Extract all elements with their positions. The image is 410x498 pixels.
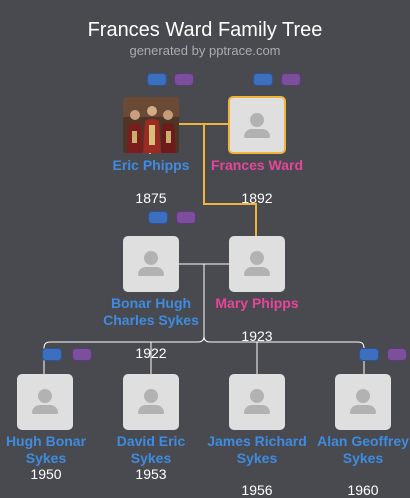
link-badge-blue-hugh[interactable]	[42, 348, 62, 361]
person-name-mary[interactable]: Mary Phipps	[215, 295, 299, 311]
person-silhouette-icon	[38, 389, 52, 403]
person-avatar-james[interactable]	[229, 374, 285, 430]
link-badge-purple-hugh[interactable]	[72, 348, 92, 361]
person-silhouette-icon	[250, 113, 264, 127]
person-silhouette-icon	[250, 251, 264, 265]
person-name-frances[interactable]: Frances Ward	[210, 157, 304, 173]
person-year-frances: 1892	[241, 190, 273, 206]
link-badge-blue-bonar[interactable]	[148, 211, 168, 224]
person-silhouette-icon	[144, 389, 158, 403]
person-name-james[interactable]: James Richard Sykes	[207, 433, 307, 466]
connector-to-mary	[203, 124, 257, 236]
person-avatar-mary[interactable]	[229, 236, 285, 292]
person-year-alan: 1960	[347, 482, 379, 498]
page-title: Frances Ward Family Tree	[87, 19, 323, 41]
link-badge-blue-alan[interactable]	[359, 348, 379, 361]
person-avatar-frances[interactable]	[228, 96, 286, 154]
link-badge-purple-eric[interactable]	[174, 73, 194, 86]
person-year-david: 1953	[135, 466, 167, 482]
page-subtitle: generated by pptrace.com	[129, 43, 281, 58]
portrait-photo	[123, 97, 179, 153]
portrait-photo-eric[interactable]	[123, 97, 179, 153]
person-avatar-alan[interactable]	[335, 374, 391, 430]
person-silhouette-icon	[144, 251, 158, 265]
person-avatar-bonar[interactable]	[123, 236, 179, 292]
link-badge-blue-eric[interactable]	[147, 73, 167, 86]
connector-children-bar	[43, 335, 365, 374]
person-avatar-hugh[interactable]	[17, 374, 73, 430]
person-name-david[interactable]: David Eric Sykes	[116, 433, 186, 466]
link-badge-purple-frances[interactable]	[281, 73, 301, 86]
person-silhouette-icon	[250, 389, 264, 403]
person-year-bonar: 1922	[135, 345, 167, 361]
person-year-hugh: 1950	[30, 466, 62, 482]
person-name-eric[interactable]: Eric Phipps	[112, 157, 190, 173]
person-name-hugh[interactable]: Hugh Bonar Sykes	[5, 433, 87, 466]
person-name-bonar[interactable]: Bonar Hugh Charles Sykes	[103, 295, 199, 328]
person-year-eric: 1875	[135, 190, 167, 206]
person-silhouette-icon	[356, 389, 370, 403]
link-badge-purple-bonar[interactable]	[176, 211, 196, 224]
person-year-james: 1956	[241, 482, 273, 498]
link-badge-blue-frances[interactable]	[253, 73, 273, 86]
person-avatar-david[interactable]	[123, 374, 179, 430]
person-year-mary: 1923	[241, 328, 273, 344]
person-name-alan[interactable]: Alan Geoffrey Sykes	[317, 433, 409, 466]
link-badge-purple-alan[interactable]	[387, 348, 407, 361]
